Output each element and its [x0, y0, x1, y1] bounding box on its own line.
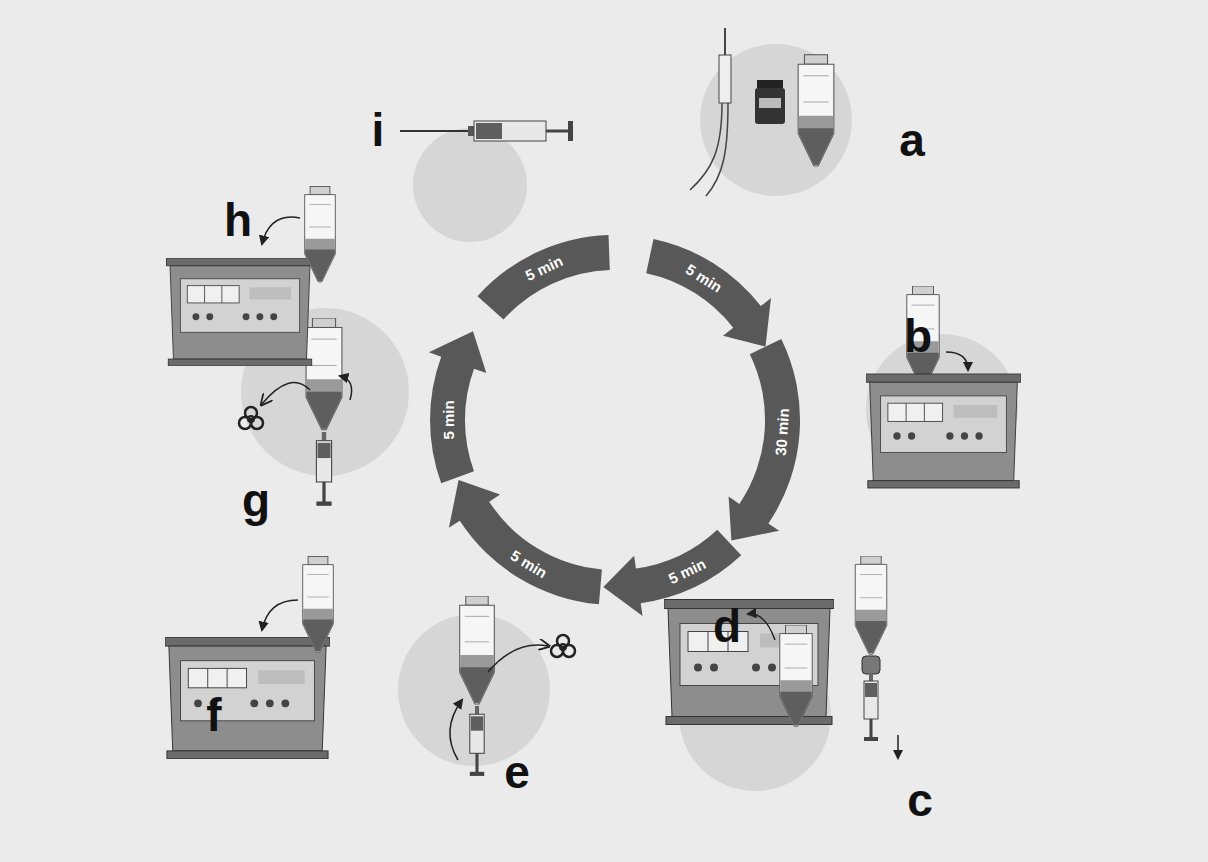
- syringe-draw: [855, 556, 898, 758]
- collection-kit: [690, 28, 834, 196]
- step-letter: e: [504, 749, 530, 795]
- duration-label: 30 min: [773, 407, 791, 455]
- duration-label: 5 min: [508, 547, 549, 580]
- cycle-arrows: [429, 235, 800, 616]
- step-letter: d: [713, 603, 741, 649]
- step-letter: f: [206, 692, 221, 738]
- step-letter: b: [904, 313, 932, 359]
- syringe: [400, 121, 573, 141]
- duration-label: 5 min: [666, 556, 708, 586]
- step-letter: c: [907, 777, 933, 823]
- duration-label: 5 min: [440, 400, 455, 439]
- time-arrow: [429, 331, 486, 483]
- duration-label: 5 min: [523, 253, 565, 283]
- step-letter: h: [224, 197, 252, 243]
- centrifuge-spin: [664, 600, 834, 727]
- step-letter: a: [899, 117, 925, 163]
- step-letter: g: [242, 477, 270, 523]
- centrifuge-load: [866, 286, 1021, 488]
- centrifuge-spin: [167, 187, 336, 367]
- time-arrow: [449, 480, 602, 604]
- centrifuge-spin: [165, 557, 333, 759]
- time-arrow: [646, 239, 771, 347]
- time-arrow: [729, 339, 800, 541]
- duration-label: 5 min: [683, 261, 724, 294]
- step-letter: i: [372, 107, 385, 153]
- time-arrow: [478, 235, 610, 320]
